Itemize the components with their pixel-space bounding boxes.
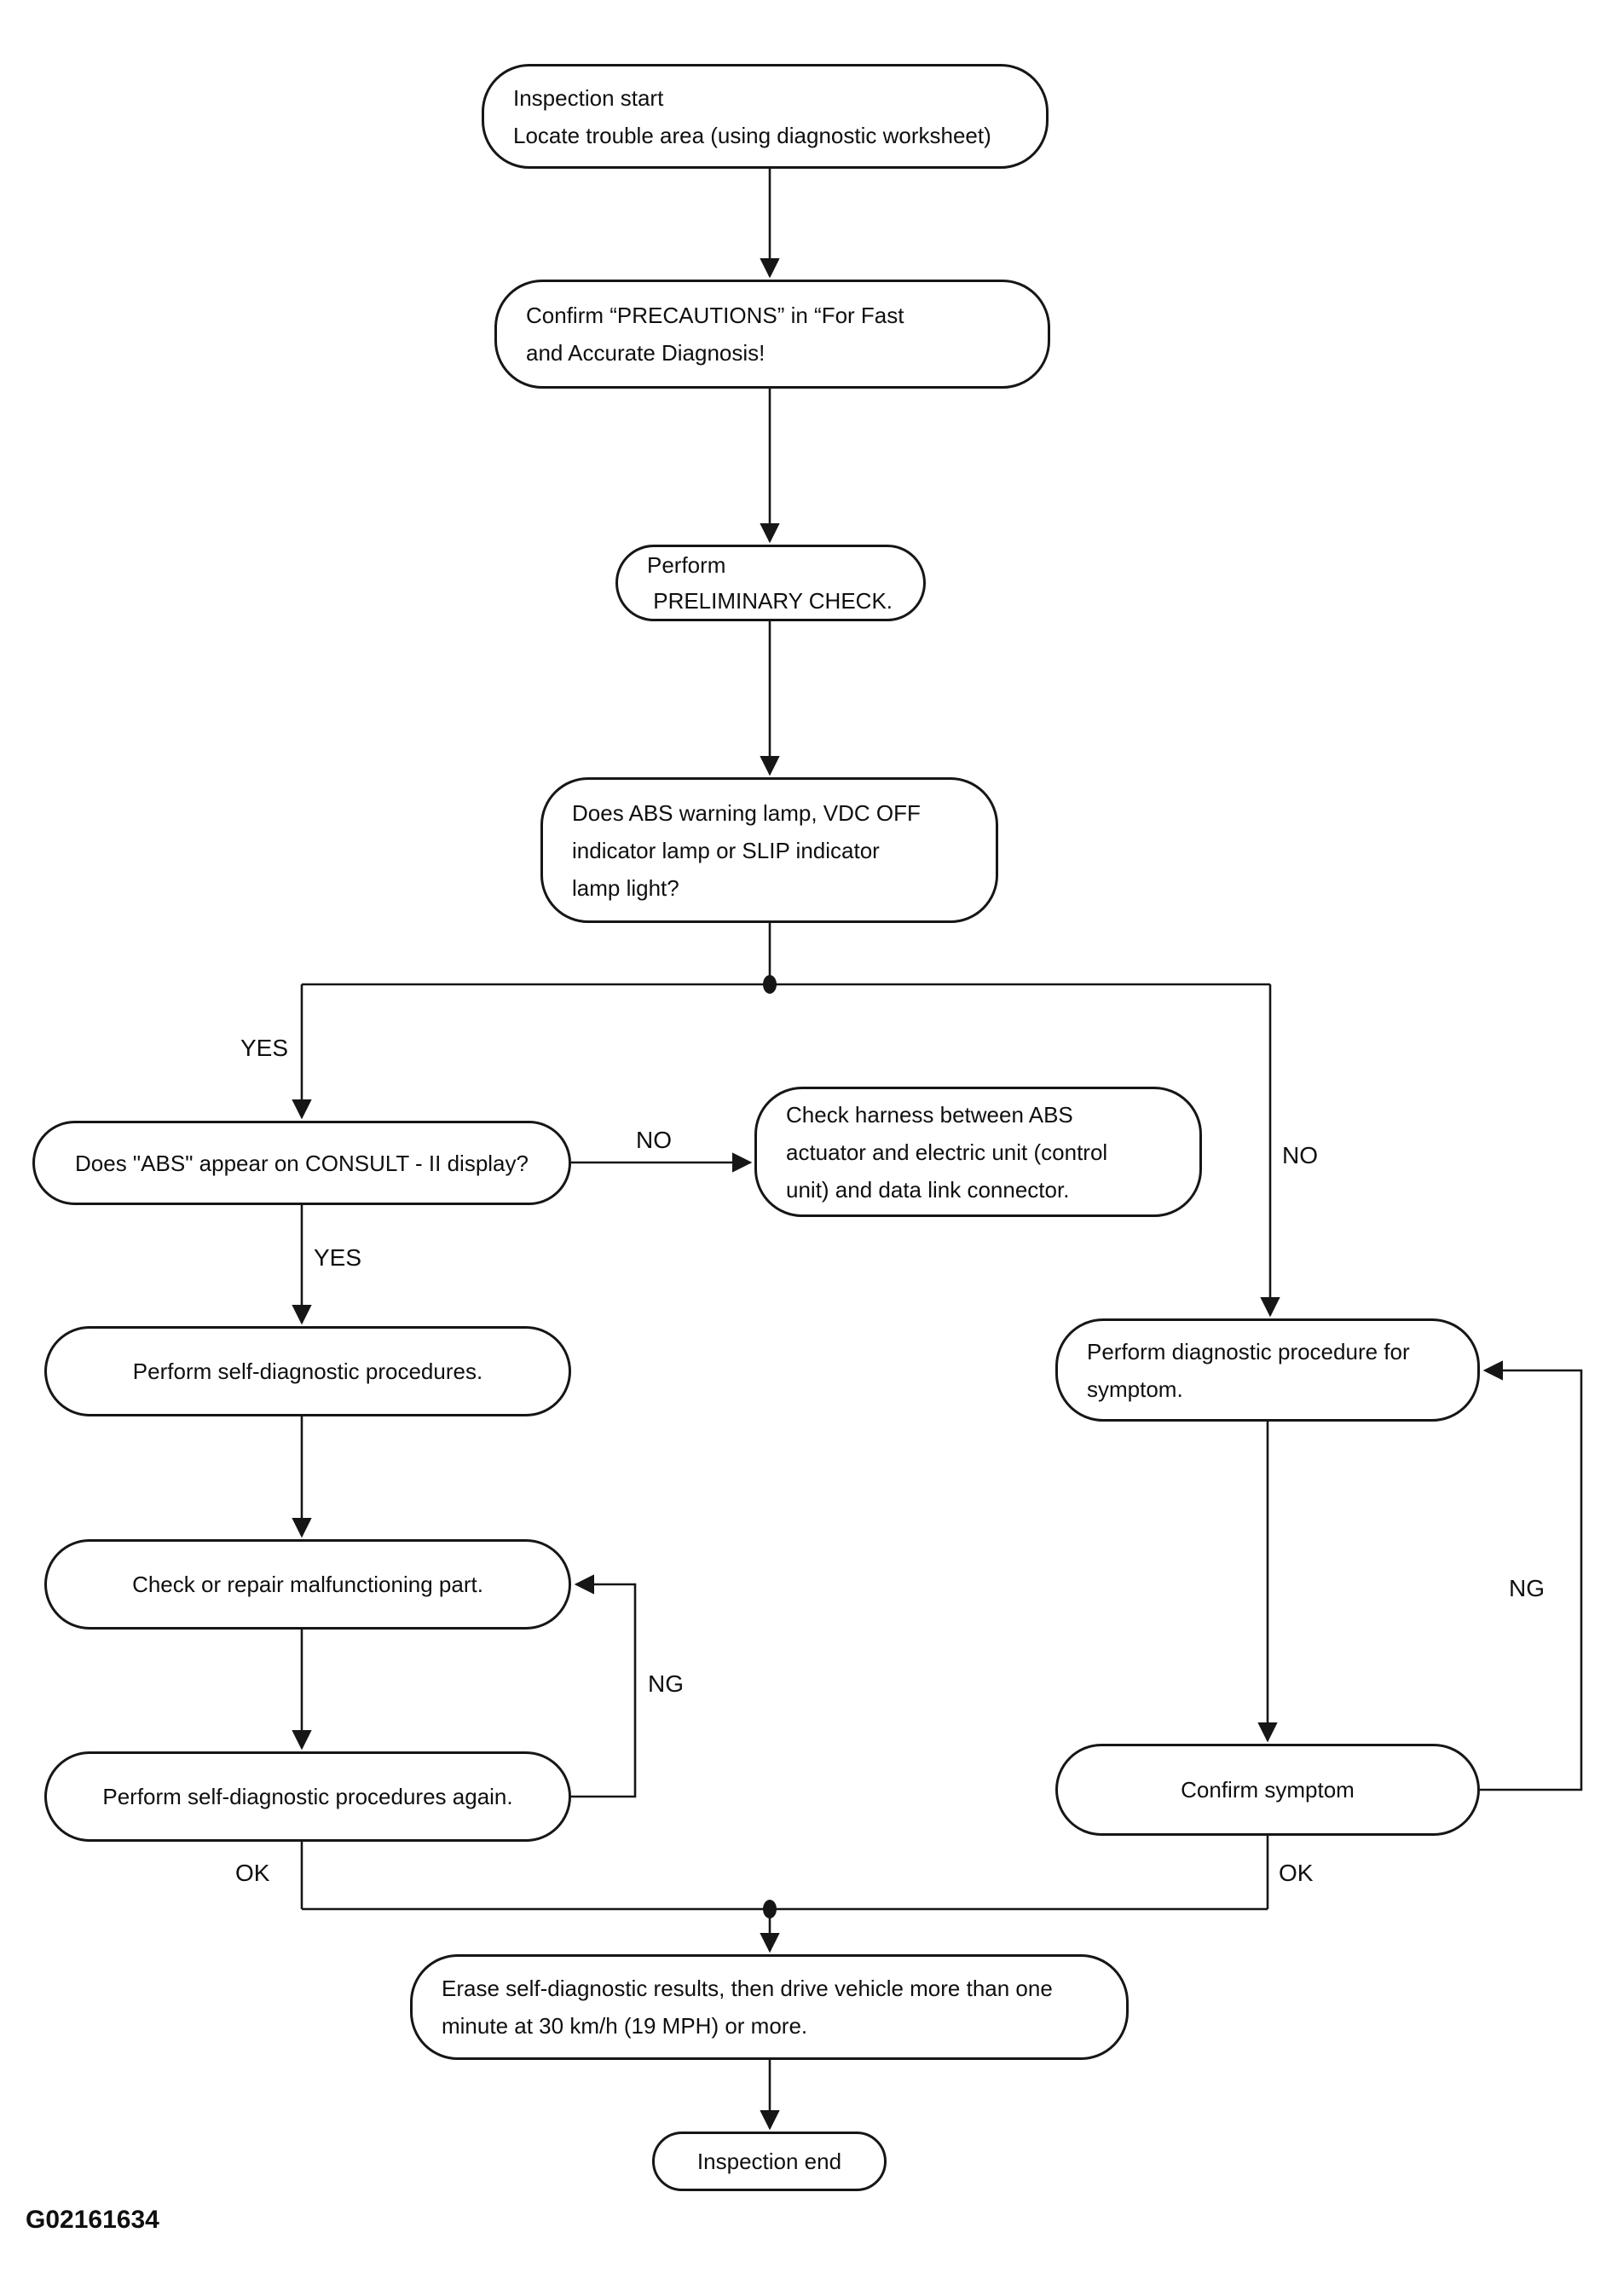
node-inspection-end: Inspection end: [652, 2132, 887, 2191]
node-confirm-symptom-text: Confirm symptom: [1181, 1777, 1355, 1803]
node-perform-self-diagnostic-text: Perform self-diagnostic procedures.: [132, 1359, 483, 1384]
edge-label-no-right: NO: [1282, 1142, 1318, 1168]
edge-label-ok-right: OK: [1279, 1860, 1314, 1886]
node-preliminary-check-text: Perform PRELIMINARY CHECK.: [647, 552, 893, 614]
edge-label-ng-left: NG: [648, 1670, 684, 1697]
junction-dot-bottom: [763, 1900, 777, 1918]
edge-label-yes-consult: YES: [314, 1244, 362, 1271]
node-check-repair: Check or repair malfunctioning part.: [44, 1539, 571, 1630]
edge-label-yes-top: YES: [240, 1035, 289, 1061]
node-perform-self-diagnostic-again-text: Perform self-diagnostic procedures again…: [102, 1784, 513, 1809]
node-preliminary-check: Perform PRELIMINARY CHECK.: [615, 545, 926, 621]
node-perform-self-diagnostic-again: Perform self-diagnostic procedures again…: [44, 1751, 571, 1842]
node-consult-display-text: Does "ABS" appear on CONSULT - II displa…: [75, 1150, 529, 1176]
edge-label-no-consult: NO: [636, 1127, 672, 1153]
node-inspection-end-text: Inspection end: [696, 2149, 842, 2174]
node-consult-display: Does "ABS" appear on CONSULT - II displa…: [32, 1121, 571, 1205]
junction-dot-top: [763, 975, 777, 994]
edge-label-ng-right: NG: [1509, 1575, 1545, 1601]
node-erase-results: Erase self-diagnostic results, then driv…: [410, 1954, 1129, 2060]
node-perform-self-diagnostic: Perform self-diagnostic procedures.: [44, 1326, 571, 1416]
edge-label-ok-left: OK: [235, 1860, 270, 1886]
connector-ng-loop-right: [1480, 1360, 1583, 1791]
node-check-repair-text: Check or repair malfunctioning part.: [132, 1572, 483, 1597]
figure-code: G02161634: [26, 2206, 159, 2234]
node-erase-results-text: Erase self-diagnostic results, then driv…: [442, 1976, 1053, 2039]
connector-ng-loop-left: [571, 1574, 637, 1798]
node-confirm-symptom: Confirm symptom: [1055, 1744, 1480, 1836]
